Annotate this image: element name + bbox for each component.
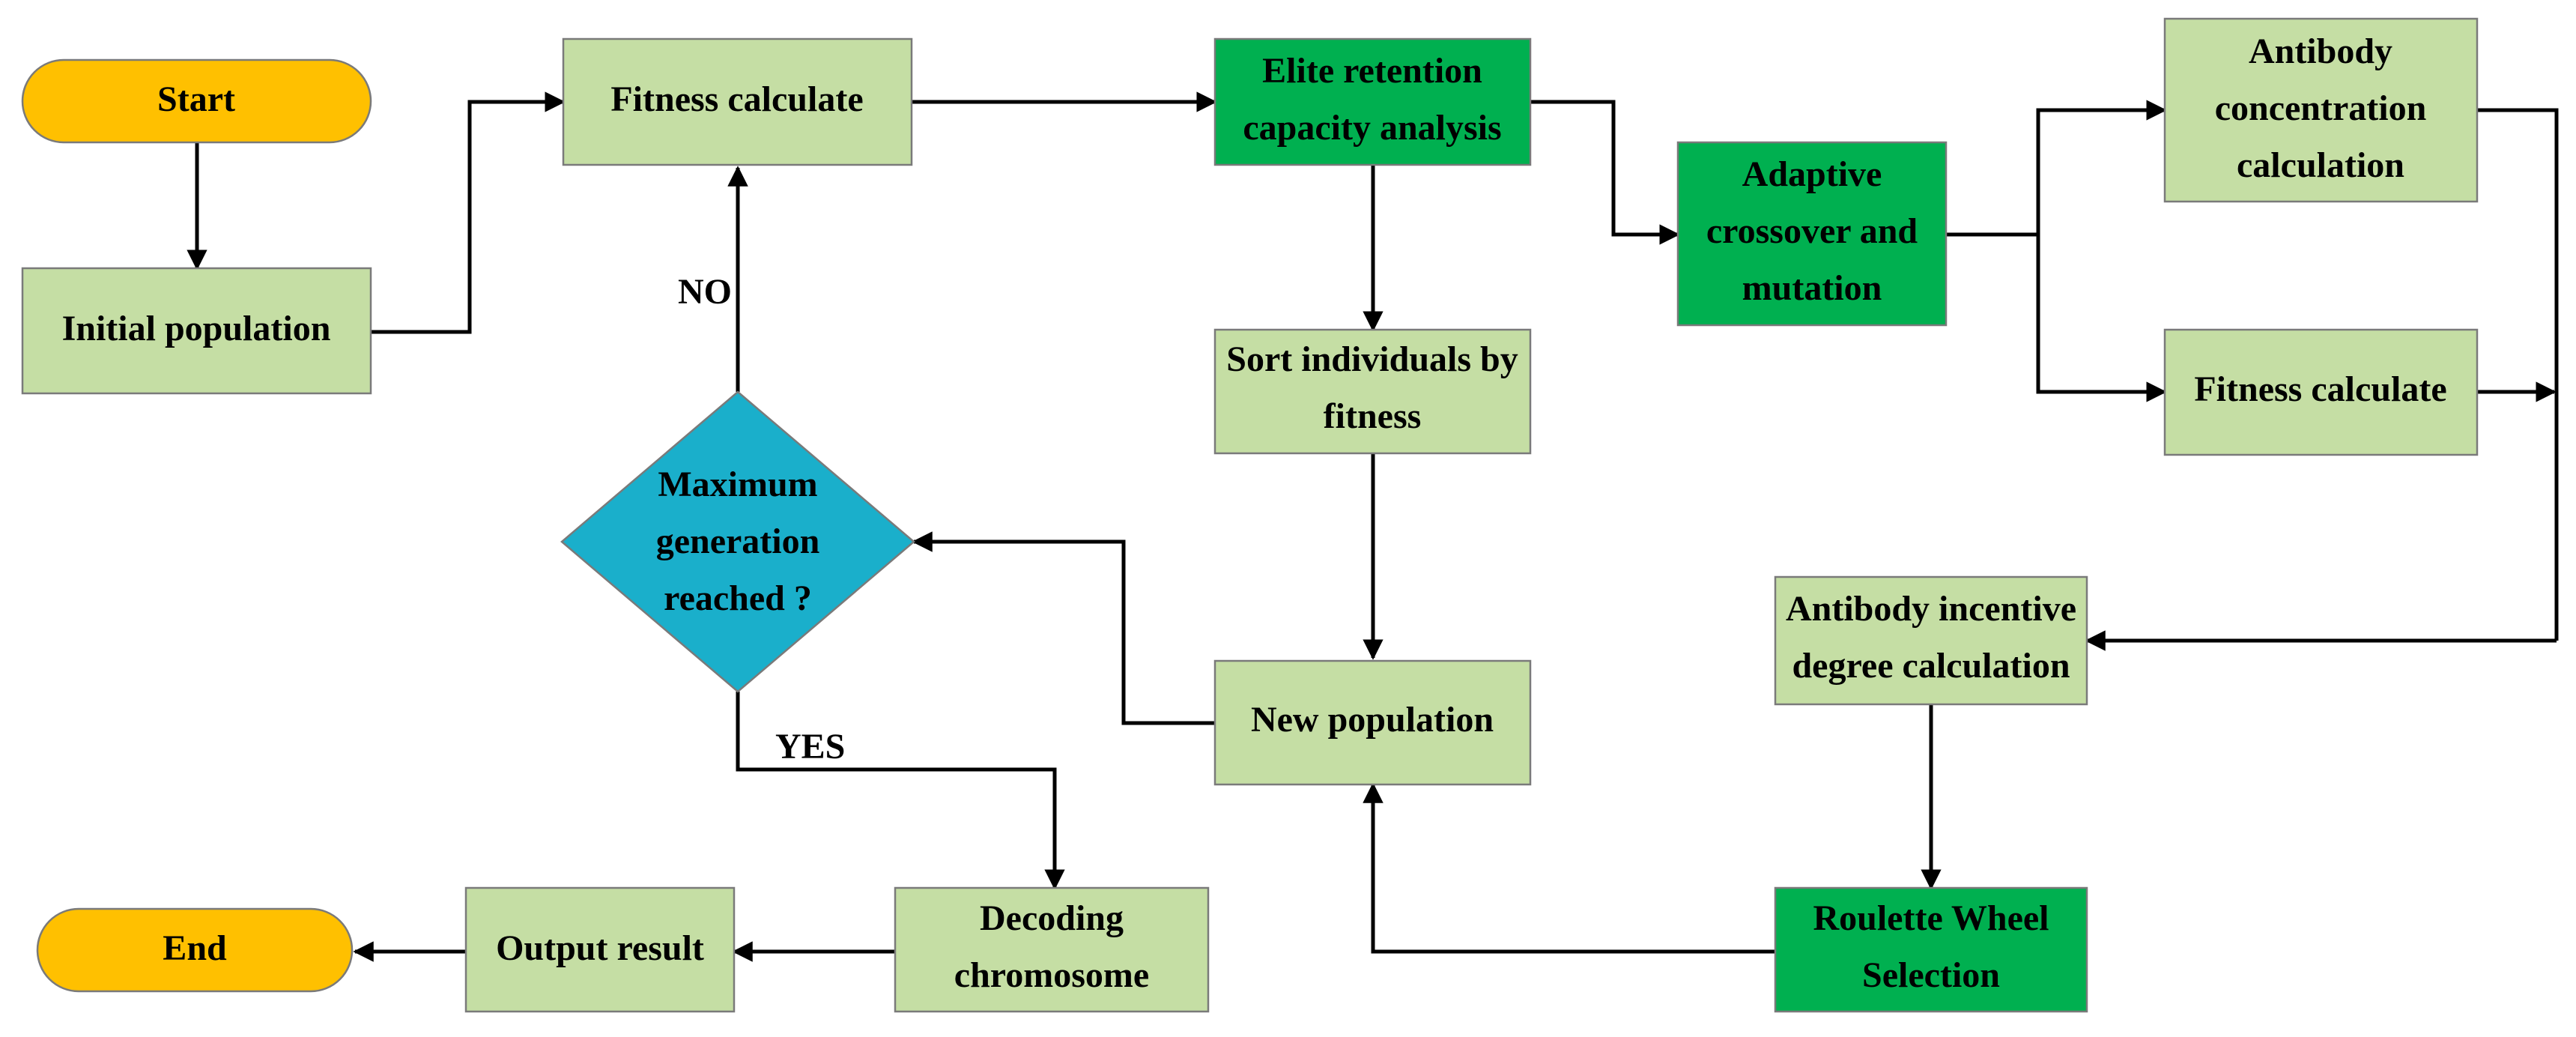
edge-new-population-to-decision bbox=[912, 531, 1215, 725]
initial-population-label: Initial population bbox=[62, 309, 331, 348]
new-population-label: New population bbox=[1251, 700, 1494, 740]
label-line: calculation bbox=[2237, 145, 2404, 185]
label-line: Roulette Wheel bbox=[1813, 898, 2049, 938]
label-line: End bbox=[163, 928, 227, 968]
label-line: Sort individuals by bbox=[1226, 339, 1518, 379]
antibody-concentration-label: Antibody concentration calculation bbox=[2215, 31, 2427, 185]
output-result-box: Output result bbox=[464, 886, 736, 1013]
yes-label: YES bbox=[775, 727, 845, 767]
output-result-label: Output result bbox=[496, 928, 704, 968]
edge-adaptive-to-fitness2 bbox=[2036, 235, 2167, 402]
label-line: Output result bbox=[496, 928, 704, 968]
max-generation-label: Maximum generation reached ? bbox=[656, 465, 820, 618]
no-label: NO bbox=[678, 272, 732, 312]
label-line: Start bbox=[157, 79, 235, 119]
start-terminal: Start bbox=[21, 58, 372, 144]
antibody-concentration-box: Antibody concentration calculation bbox=[2163, 17, 2479, 203]
sort-individuals-box: Sort individuals by fitness bbox=[1213, 328, 1532, 455]
end-terminal: End bbox=[36, 907, 354, 993]
label-line: Decoding bbox=[980, 898, 1124, 938]
edge-decision-yes-to-decoding bbox=[736, 692, 1065, 890]
edge-initial-to-fitness1 bbox=[371, 91, 566, 334]
label-line: concentration bbox=[2215, 88, 2427, 128]
label-line: mutation bbox=[1742, 268, 1882, 308]
fitness-calculate-label-1: Fitness calculate bbox=[610, 79, 863, 119]
label-line: Fitness calculate bbox=[610, 79, 863, 119]
label-line: Antibody bbox=[2249, 31, 2392, 71]
edge-elite-to-adaptive bbox=[1530, 100, 1680, 245]
edge-adaptive-to-antibody-concentration bbox=[1946, 100, 2167, 237]
label-line: capacity analysis bbox=[1243, 108, 1501, 148]
max-generation-decision: Maximum generation reached ? bbox=[560, 390, 915, 693]
adaptive-crossover-label: Adaptive crossover and mutation bbox=[1706, 154, 1918, 308]
elite-retention-label: Elite retention capacity analysis bbox=[1243, 51, 1501, 148]
fitness-calculate-box-1: Fitness calculate bbox=[562, 37, 913, 166]
label-line: chromosome bbox=[954, 955, 1149, 995]
edge-antibody-concentration-to-merge bbox=[2477, 108, 2559, 641]
label-line: New population bbox=[1251, 700, 1494, 740]
connectors bbox=[187, 91, 2559, 962]
antibody-incentive-box: Antibody incentive degree calculation bbox=[1774, 575, 2088, 706]
label-line: Maximum bbox=[658, 465, 817, 504]
label-line: Selection bbox=[1862, 955, 2000, 995]
label-line: Adaptive bbox=[1742, 154, 1882, 194]
label-line: generation bbox=[656, 521, 820, 561]
label-line: crossover and bbox=[1706, 211, 1918, 251]
edge-roulette-to-new-population bbox=[1363, 782, 1775, 954]
label-line: reached ? bbox=[664, 578, 812, 618]
label-line: Elite retention bbox=[1262, 51, 1482, 91]
antibody-incentive-label: Antibody incentive degree calculation bbox=[1786, 589, 2076, 686]
start-label: Start bbox=[157, 79, 235, 119]
adaptive-crossover-box: Adaptive crossover and mutation bbox=[1676, 141, 1948, 327]
label-line: Initial population bbox=[62, 309, 331, 348]
fitness-calculate-label-2: Fitness calculate bbox=[2194, 369, 2446, 409]
new-population-box: New population bbox=[1213, 659, 1532, 786]
end-label: End bbox=[163, 928, 227, 968]
fitness-calculate-box-2: Fitness calculate bbox=[2163, 328, 2479, 456]
decoding-label: Decoding chromosome bbox=[954, 898, 1149, 995]
elite-retention-box: Elite retention capacity analysis bbox=[1213, 37, 1532, 166]
label-line: degree calculation bbox=[1792, 646, 2070, 686]
decoding-box: Decoding chromosome bbox=[894, 886, 1210, 1013]
sort-individuals-label: Sort individuals by fitness bbox=[1226, 339, 1518, 436]
nodes: Start Initial population Fitness calcula… bbox=[21, 17, 2479, 1013]
label-line: Fitness calculate bbox=[2194, 369, 2446, 409]
label-line: Antibody incentive bbox=[1786, 589, 2076, 629]
initial-population-box: Initial population bbox=[21, 267, 372, 395]
label-line: fitness bbox=[1324, 396, 1422, 436]
